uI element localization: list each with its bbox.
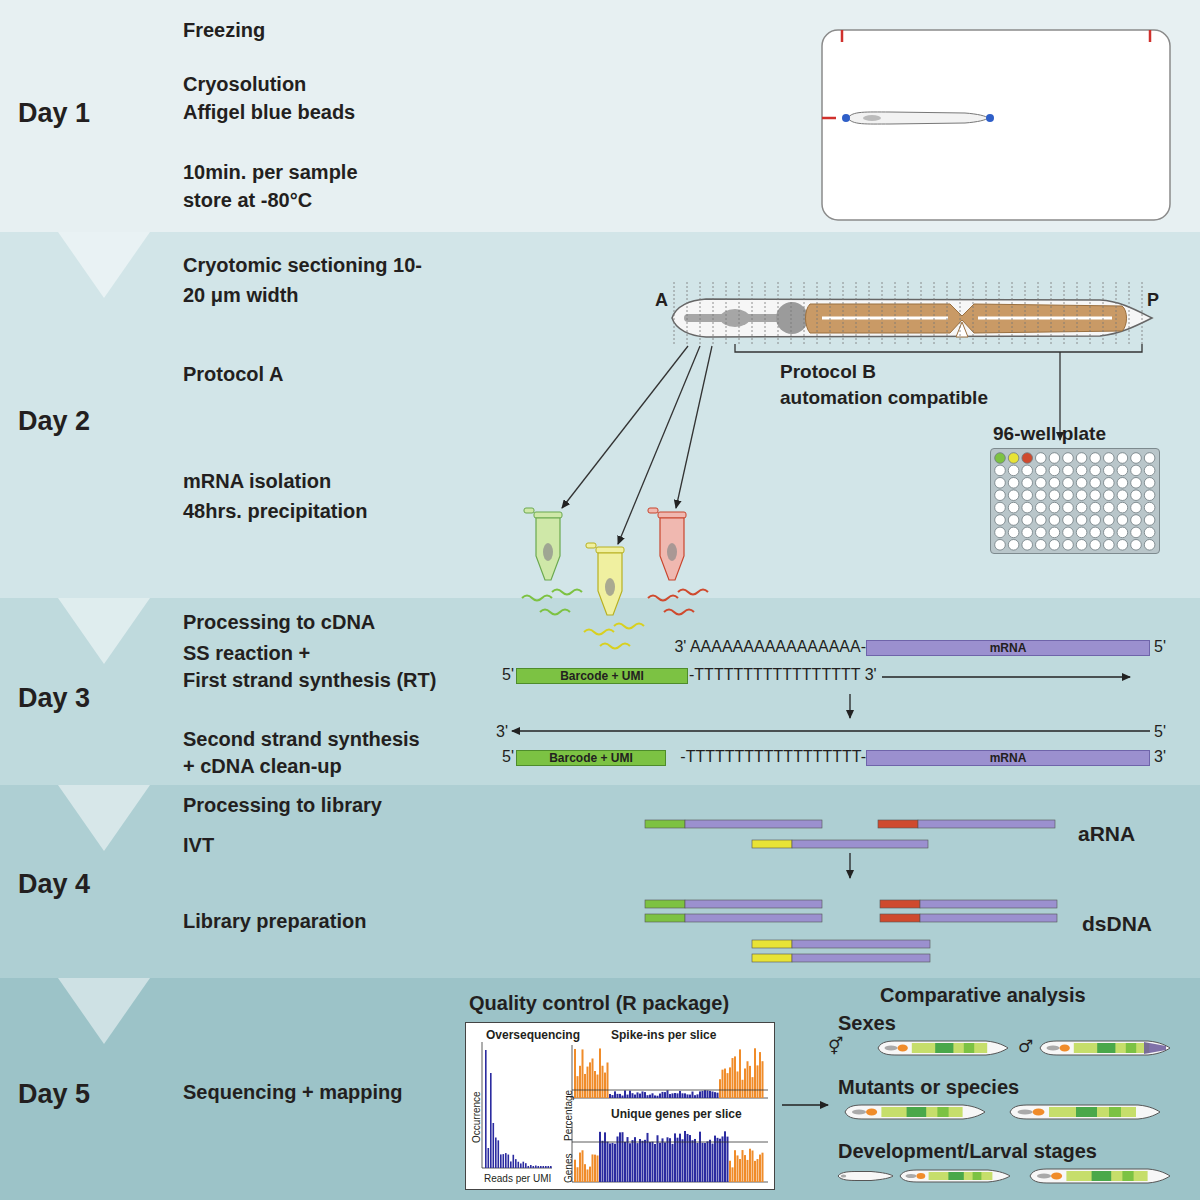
sex-symbol: ♂ <box>1018 1036 1033 1056</box>
mrna-strand: mRNA <box>866 750 1150 766</box>
step-text: IVT <box>183 833 214 857</box>
step-text: 10min. per sample store at -80°C <box>183 158 393 214</box>
product-label: aRNA <box>1078 822 1135 846</box>
category-label: Sexes <box>838 1012 896 1035</box>
step-text: First strand synthesis (RT) <box>183 668 436 692</box>
protocol-label: automation compatible <box>780 387 988 409</box>
flow-arrow-shape <box>58 232 150 298</box>
product-label: dsDNA <box>1082 912 1152 936</box>
axis-label: Reads per UMI <box>484 1173 551 1185</box>
step-text: Second strand synthesis + cDNA clean-up <box>183 726 429 780</box>
strand-end: 5' <box>502 666 514 684</box>
day-band: Day 2 Cryotomic sectioning 10-20 μm width… <box>0 232 1200 598</box>
strand-label: Barcode + UMI <box>517 669 687 683</box>
day-band: Day 1 FreezingCryosolution Affigel blue b… <box>0 0 1200 232</box>
category-label: Mutants or species <box>838 1076 1019 1099</box>
strand-label: Barcode + UMI <box>517 751 665 765</box>
step-text: Protocol A <box>183 362 283 386</box>
strand-end: 5' <box>1154 638 1166 656</box>
flow-arrow <box>58 598 150 664</box>
strand-label: mRNA <box>867 641 1149 655</box>
flow-arrow <box>58 785 150 851</box>
day-label: Day 5 <box>18 1078 90 1110</box>
strand-sequence: 3' AAAAAAAAAAAAAAAA- <box>674 638 866 656</box>
protocol-label: Protocol B <box>780 361 876 383</box>
step-heading: Cryotomic sectioning 10-20 μm width <box>183 250 423 310</box>
step-text: Sequencing + mapping <box>183 1080 402 1104</box>
day-label: Day 2 <box>18 405 90 437</box>
strand-sequence: -TTTTTTTTTTTTTTTTT 3' <box>689 666 877 684</box>
plate-label: 96-well plate <box>993 422 1106 445</box>
panel-title: Quality control (R package) <box>469 991 729 1015</box>
barcode-segment: Barcode + UMI <box>516 750 666 766</box>
strand-end: 3' <box>1154 748 1166 766</box>
axis-end: P <box>1147 290 1159 311</box>
plot-title: Spike-ins per slice <box>611 1028 716 1042</box>
day-band: Day 3 Processing to cDNA SS reaction + Firs… <box>0 598 1200 785</box>
category-label: Development/Larval stages <box>838 1140 1097 1163</box>
day-label: Day 4 <box>18 868 90 900</box>
flow-arrow-shape <box>58 785 150 851</box>
mrna-strand: mRNA <box>866 640 1150 656</box>
axis-label: Percentage <box>563 1090 575 1141</box>
barcode-segment: Barcode + UMI <box>516 668 688 684</box>
strand-end: 3' <box>496 723 508 741</box>
plot-title: Oversequencing <box>486 1028 580 1042</box>
strand-end: 5' <box>502 748 514 766</box>
flow-arrow-shape <box>58 978 150 1044</box>
step-text: mRNA isolation 48hrs. precipitation <box>183 466 378 526</box>
plot-title: Unique genes per slice <box>611 1107 742 1121</box>
axis-label: Occurrence <box>471 1091 483 1143</box>
strand-sequence: -TTTTTTTTTTTTTTTTTT- <box>680 748 866 766</box>
day-band: Day 4 Processing to libraryIVT Library pre… <box>0 785 1200 978</box>
step-heading: Freezing <box>183 18 265 42</box>
day-band: Day 5 Sequencing + mapping Quality control… <box>0 978 1200 1200</box>
day-label: Day 1 <box>18 97 90 129</box>
day-label: Day 3 <box>18 682 90 714</box>
step-text: SS reaction + <box>183 641 310 665</box>
step-text: Library preparation <box>183 909 366 933</box>
step-text: Cryosolution Affigel blue beads <box>183 70 366 126</box>
strand-end: 5' <box>1154 723 1166 741</box>
step-heading: Processing to cDNA <box>183 610 375 634</box>
sex-symbol: ⚥ <box>828 1036 843 1056</box>
qc-panel: Quality control (R package)Oversequencin… <box>465 1022 775 1190</box>
well-plate: 96-well plate <box>990 448 1160 554</box>
section-heading: Comparative analysis <box>880 984 1086 1007</box>
axis-end: A <box>655 290 668 311</box>
flow-arrow <box>58 978 150 1044</box>
step-heading: Processing to library <box>183 793 382 817</box>
axis-label: Genes <box>563 1154 575 1183</box>
flow-arrow <box>58 232 150 298</box>
strand-label: mRNA <box>867 751 1149 765</box>
flow-arrow-shape <box>58 598 150 664</box>
